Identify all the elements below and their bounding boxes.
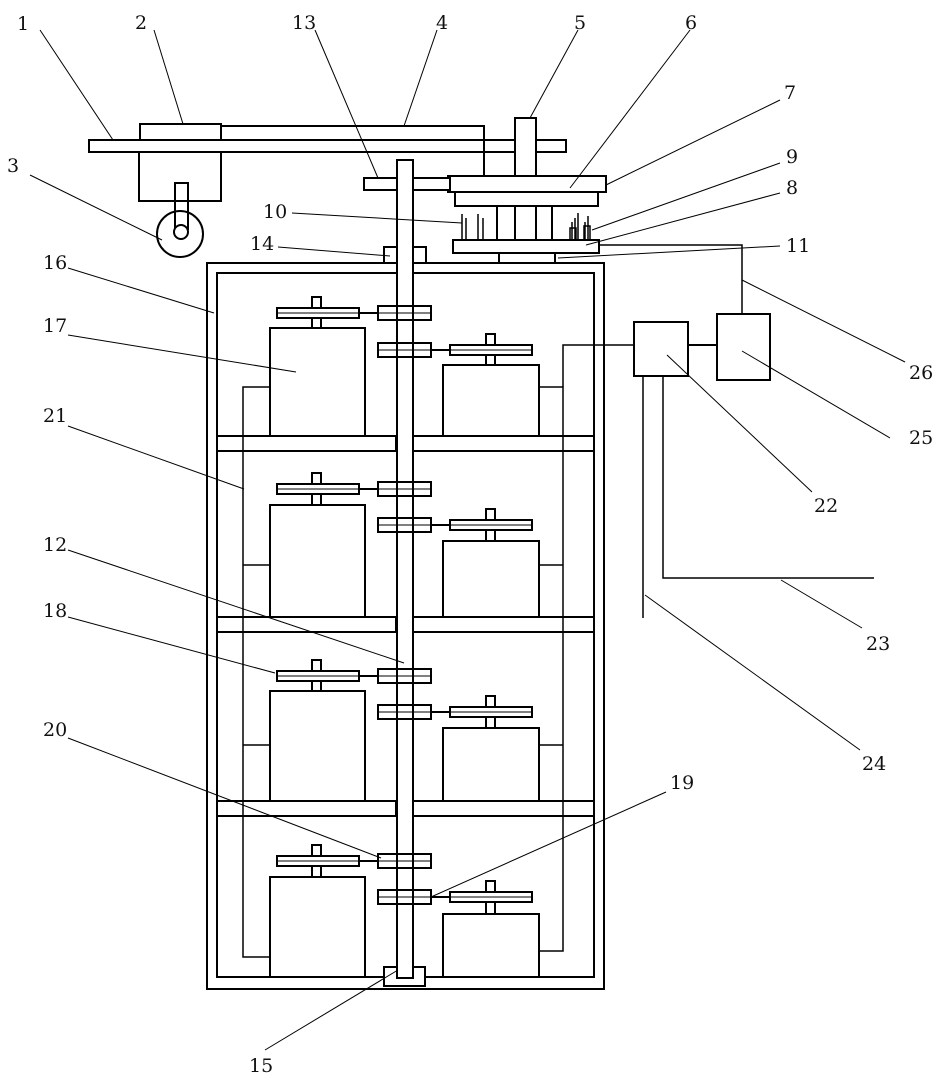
- shelf-3-left: [216, 800, 397, 817]
- label-22: 22: [814, 495, 838, 517]
- probes-9: [569, 213, 591, 241]
- label-12: 12: [43, 534, 67, 556]
- leader-lines: [29, 29, 906, 1051]
- label-9: 9: [786, 146, 798, 168]
- label-6: 6: [685, 12, 697, 34]
- upper-plate-7: [447, 175, 607, 193]
- label-8: 8: [786, 177, 798, 199]
- shelf-2-right: [412, 616, 595, 633]
- label-23: 23: [866, 633, 890, 655]
- label-1: 1: [17, 13, 29, 35]
- shelf-1-right: [412, 435, 595, 452]
- spindle-rods: [496, 206, 553, 240]
- controller-25: [716, 313, 771, 381]
- left-motor-2: [269, 504, 366, 618]
- right-wire-bus: [540, 386, 564, 952]
- label-18: 18: [43, 600, 67, 622]
- left-wire-bus: [242, 386, 270, 958]
- bus-to-controller: [562, 344, 634, 387]
- label-11: 11: [786, 235, 810, 257]
- label-21: 21: [43, 405, 67, 427]
- top-rail-assembly: [88, 123, 567, 258]
- wiring-21: [242, 344, 634, 958]
- left-motor-4: [269, 876, 366, 978]
- right-motor-4: [442, 913, 540, 978]
- right-motor-1: [442, 364, 540, 437]
- carriage-block: [139, 123, 222, 141]
- tier-units: [269, 160, 540, 978]
- wheel-arm: [174, 201, 189, 230]
- probes-10: [461, 214, 484, 240]
- wheel-fork: [174, 182, 189, 201]
- shelf-3-right: [412, 800, 595, 817]
- shelves: [216, 435, 595, 817]
- label-13: 13: [292, 12, 316, 34]
- label-17: 17: [43, 315, 67, 337]
- rail-beam: [88, 139, 567, 153]
- label-14: 14: [250, 233, 274, 255]
- upper-plate-6: [454, 191, 599, 207]
- line-23: [662, 376, 874, 579]
- cable-4: [221, 125, 485, 191]
- label-5: 5: [574, 12, 586, 34]
- left-motor-1: [269, 327, 366, 437]
- shelf-1-left: [216, 435, 397, 452]
- lower-plate-8: [452, 239, 600, 254]
- left-motor-3: [269, 690, 366, 802]
- line-26: [599, 244, 743, 314]
- label-20: 20: [43, 719, 67, 741]
- right-motor-2: [442, 540, 540, 618]
- carriage-body: [138, 151, 222, 202]
- control-units: [599, 244, 874, 618]
- label-2: 2: [135, 12, 147, 34]
- label-4: 4: [436, 12, 448, 34]
- label-16: 16: [43, 252, 67, 274]
- label-19: 19: [670, 772, 694, 794]
- right-motor-3: [442, 727, 540, 802]
- label-26: 26: [909, 362, 933, 384]
- part-labels: 1 2 3 4 5 6 7 8 9 10 11 12 13 14 15 16 1…: [7, 12, 933, 1077]
- label-15: 15: [249, 1055, 273, 1077]
- main-shaft-edges: [396, 160, 414, 978]
- disc-assembly: [447, 117, 607, 265]
- label-25: 25: [909, 427, 933, 449]
- controller-22: [633, 321, 689, 377]
- label-10: 10: [263, 201, 287, 223]
- label-24: 24: [862, 753, 886, 775]
- label-7: 7: [784, 82, 796, 104]
- label-3: 3: [7, 155, 19, 177]
- wheel-hub: [173, 224, 189, 240]
